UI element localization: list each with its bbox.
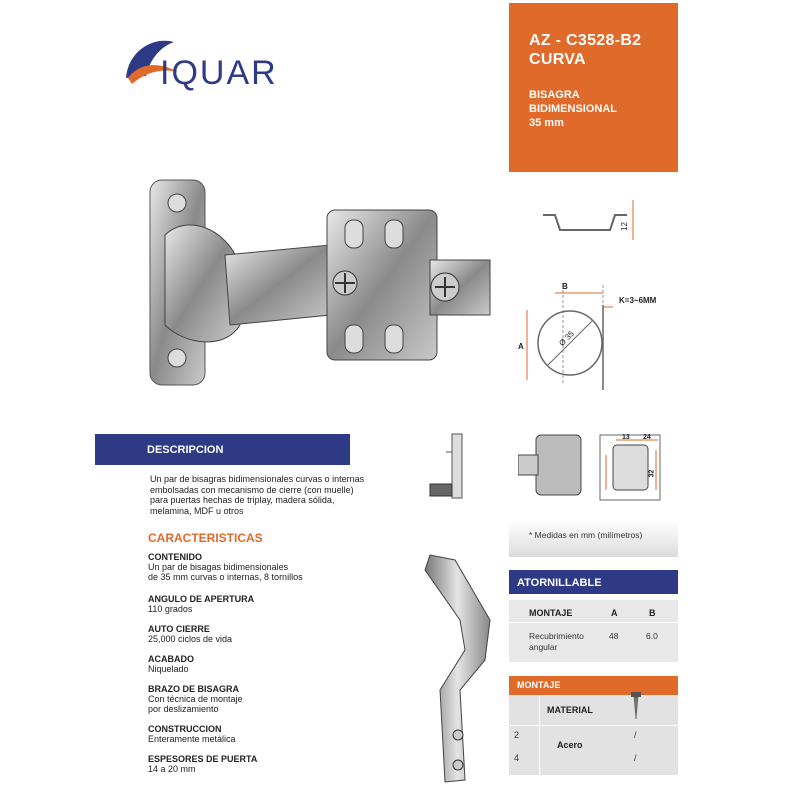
characteristics-title: CARACTERISTICAS — [148, 531, 263, 545]
row-value: / — [634, 730, 637, 740]
mounting-table: MONTAJE A B Recubrimiento angular 48 6.0 — [509, 600, 678, 662]
spec-contenido: CONTENIDO Un par de bisagas bidimensiona… — [148, 552, 368, 582]
dim-13: 13 — [622, 434, 630, 441]
subtitle-line: BIDIMENSIONAL — [529, 103, 617, 115]
cell-montaje: angular — [529, 642, 558, 652]
subtitle-line: BISAGRA — [529, 89, 580, 101]
spec-value: 25,000 ciclos de vida — [148, 634, 233, 644]
spec-acabado: ACABADO Niquelado — [148, 654, 368, 674]
spec-label: ESPESORES DE PUERTA — [148, 754, 258, 764]
material-header: MATERIAL — [547, 705, 593, 715]
dim-height: 12 — [619, 222, 629, 231]
spec-label: BRAZO DE BISAGRA — [148, 684, 240, 694]
spec-angulo: ANGULO DE APERTURA 110 grados — [148, 594, 368, 614]
spec-espesores: ESPESORES DE PUERTA 14 a 20 mm — [148, 754, 368, 774]
spec-value: de 35 mm curvas o internas, 8 tornillos — [148, 572, 303, 582]
row-number: 2 — [514, 730, 520, 740]
spec-label: CONSTRUCCION — [148, 724, 222, 734]
description-line: embolsadas con mecanismo de cierre (con … — [150, 484, 354, 495]
spec-value: 110 grados — [148, 604, 193, 614]
model-code: AZ - C3528-B2 — [529, 32, 642, 49]
door-profile-icon — [429, 433, 463, 499]
spec-auto-cierre: AUTO CIERRE 25,000 ciclos de vida — [148, 624, 368, 644]
table-divider — [509, 622, 678, 623]
hinge-photo — [149, 179, 491, 386]
screw-icon — [631, 692, 641, 720]
table-divider — [539, 695, 540, 775]
description-line: para puertas hechas de triplay, madera s… — [150, 495, 335, 505]
col-header-a: A — [611, 608, 618, 618]
subtitle-line: 35 mm — [529, 117, 564, 129]
dim-32: 32 — [648, 469, 656, 478]
note-text: * Medidas en mm (milímetros) — [529, 530, 643, 540]
dim-k: K=3~6MM — [619, 296, 657, 305]
material-value: Acero — [557, 740, 583, 750]
spec-value: por deslizamiento — [148, 704, 219, 714]
cell-montaje: Recubrimiento — [529, 631, 584, 641]
montaje-title: MONTAJE — [517, 680, 561, 690]
dim-a: A — [518, 342, 524, 351]
col-header-montaje: MONTAJE — [529, 608, 573, 618]
description-line: melamina, MDF u otros — [150, 505, 244, 516]
description-line: Un par de bisagras bidimensionales curva… — [150, 474, 365, 484]
brand-name: IQUAR — [160, 54, 278, 92]
description-header: DESCRIPCION — [95, 434, 350, 465]
model-type: CURVA — [529, 51, 586, 68]
spec-brazo: BRAZO DE BISAGRA Con técnica de montaje … — [148, 684, 368, 714]
spec-value: Un par de bisagas bidimensionales — [148, 562, 289, 572]
spec-value: Niquelado — [148, 664, 189, 674]
logo-emblem-icon — [126, 40, 178, 84]
montaje-header: MONTAJE — [509, 676, 678, 695]
spec-value: 14 a 20 mm — [148, 764, 196, 774]
spec-label: ANGULO DE APERTURA — [148, 594, 255, 604]
atornillable-header: ATORNILLABLE — [509, 570, 678, 594]
atornillable-title: ATORNILLABLE — [517, 577, 602, 589]
cell-b: 6.0 — [646, 631, 658, 641]
dim-b: B — [562, 282, 568, 291]
description-text: Un par de bisagras bidimensionales curva… — [150, 474, 390, 516]
spec-label: ACABADO — [148, 654, 194, 664]
col-header-b: B — [649, 608, 656, 618]
measurement-note: * Medidas en mm (milímetros) — [509, 520, 678, 557]
spec-value: Enteramente metálica — [148, 734, 236, 744]
row-value: / — [634, 753, 637, 763]
brand-logo: IQUAR — [122, 32, 292, 102]
cell-a: 48 — [609, 631, 619, 641]
model-title: AZ - C3528-B2 CURVA — [529, 31, 641, 69]
description-title: DESCRIPCION — [147, 444, 224, 456]
mounting-diagram — [518, 434, 661, 501]
dim-24: 24 — [643, 434, 651, 441]
dimension-diagram — [526, 200, 634, 390]
hinge-side-photo — [424, 554, 491, 783]
row-number: 4 — [514, 753, 520, 763]
spec-construccion: CONSTRUCCION Enteramente metálica — [148, 724, 368, 744]
spec-value: Con técnica de montaje — [148, 694, 243, 704]
spec-label: CONTENIDO — [148, 552, 202, 562]
table-divider — [509, 725, 678, 726]
material-table: MATERIAL 2 4 Acero / / — [509, 692, 678, 775]
product-header: AZ - C3528-B2 CURVA BISAGRA BIDIMENSIONA… — [509, 3, 678, 172]
spec-label: AUTO CIERRE — [148, 624, 210, 634]
product-subtitle: BISAGRA BIDIMENSIONAL 35 mm — [529, 88, 617, 130]
